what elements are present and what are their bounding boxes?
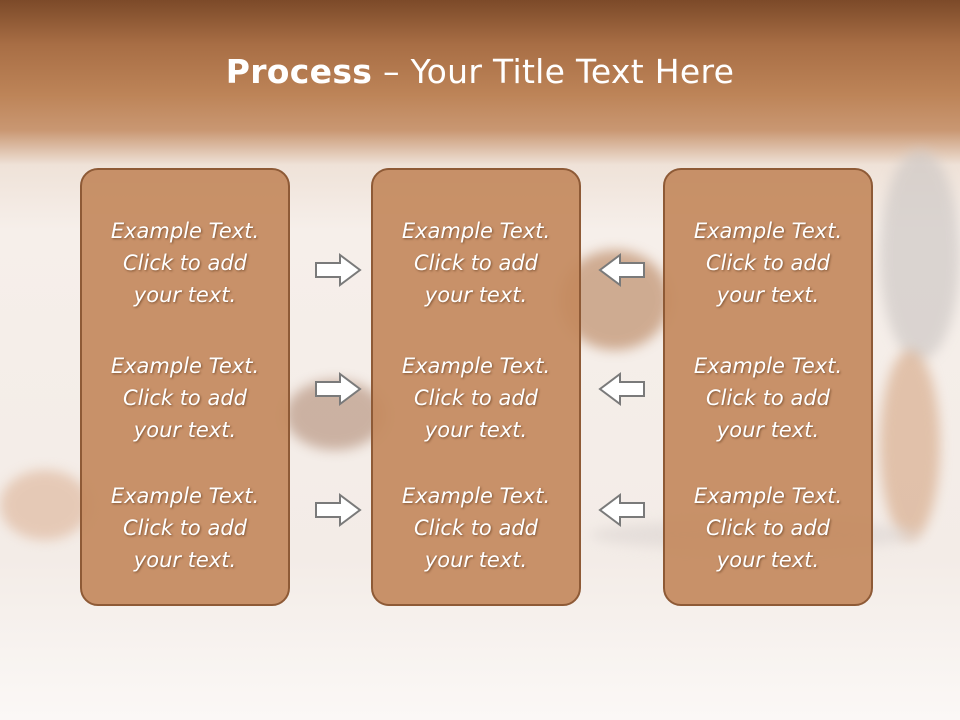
right-arrow-icon [315,372,362,406]
text-line: your text. [716,418,820,442]
text-line: your text. [424,418,528,442]
text-line: Click to add [413,516,538,540]
process-box-center[interactable]: Example Text. Click to add your text. Ex… [371,168,581,606]
text-line: Click to add [705,251,830,275]
text-line: Example Text. [693,354,843,378]
text-block[interactable]: Example Text. Click to add your text. [82,350,288,446]
text-line: Example Text. [401,484,551,508]
text-block[interactable]: Example Text. Click to add your text. [373,480,579,576]
text-line: your text. [424,548,528,572]
text-line: Example Text. [693,484,843,508]
text-block[interactable]: Example Text. Click to add your text. [665,480,871,576]
text-block[interactable]: Example Text. Click to add your text. [82,215,288,311]
text-line: Example Text. [110,354,260,378]
process-box-left[interactable]: Example Text. Click to add your text. Ex… [80,168,290,606]
slide-title[interactable]: Process – Your Title Text Here [0,52,960,91]
text-line: Click to add [122,251,247,275]
text-line: Click to add [122,516,247,540]
text-line: Click to add [413,386,538,410]
text-line: Example Text. [401,354,551,378]
text-block[interactable]: Example Text. Click to add your text. [373,215,579,311]
left-arrow-icon [598,493,645,527]
title-rest: – Your Title Text Here [372,52,735,91]
background-photo-detail [0,470,90,540]
left-arrow-icon [598,253,645,287]
left-arrow-icon [598,372,645,406]
text-line: your text. [716,548,820,572]
text-block[interactable]: Example Text. Click to add your text. [665,215,871,311]
background-photo-detail [880,350,940,540]
text-line: Example Text. [693,219,843,243]
text-line: Click to add [122,386,247,410]
text-line: Click to add [413,251,538,275]
background-photo-detail [880,150,960,360]
right-arrow-icon [315,493,362,527]
text-line: your text. [133,418,237,442]
text-line: your text. [133,548,237,572]
title-bold: Process [225,52,373,91]
text-line: Example Text. [110,219,260,243]
text-line: Click to add [705,516,830,540]
right-arrow-icon [315,253,362,287]
text-line: Example Text. [401,219,551,243]
text-block[interactable]: Example Text. Click to add your text. [82,480,288,576]
text-block[interactable]: Example Text. Click to add your text. [373,350,579,446]
text-line: Click to add [705,386,830,410]
text-block[interactable]: Example Text. Click to add your text. [665,350,871,446]
text-line: Example Text. [110,484,260,508]
process-box-right[interactable]: Example Text. Click to add your text. Ex… [663,168,873,606]
text-line: your text. [133,283,237,307]
text-line: your text. [424,283,528,307]
text-line: your text. [716,283,820,307]
